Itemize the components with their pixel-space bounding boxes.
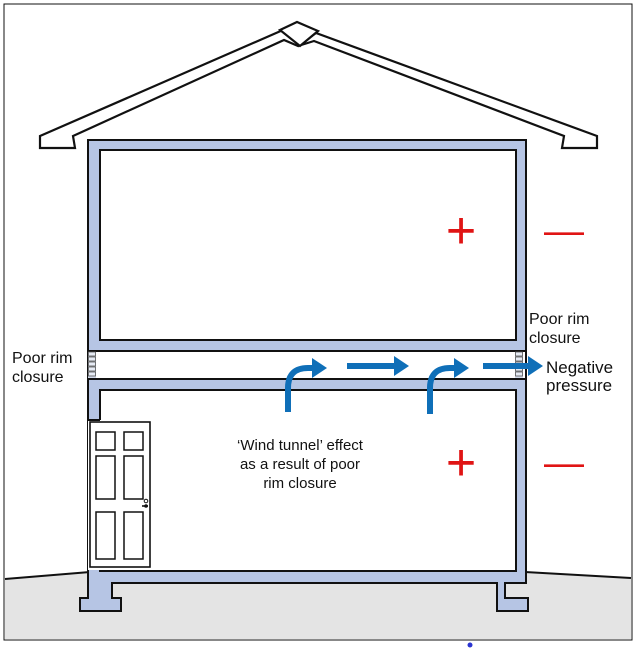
minus-sign-lower: —: [544, 441, 584, 485]
arrow-head: [312, 358, 327, 378]
marker-dot: [467, 642, 473, 648]
ground: [5, 572, 631, 639]
house-walls: [79, 139, 529, 612]
arrow-head: [394, 356, 409, 376]
left-rim-gap: [88, 351, 96, 378]
roof-icon: [38, 20, 599, 150]
wind-tunnel-label-line2: as a result of poor: [240, 456, 360, 473]
arrow-head: [454, 358, 469, 378]
wind-tunnel-label-line3: rim closure: [263, 475, 336, 492]
arrow-icon: [285, 365, 314, 412]
right-rim-label-line1: Poor rim: [529, 311, 589, 328]
wind-tunnel-label-line1: ‘Wind tunnel’ effect: [237, 437, 364, 454]
negative-pressure-label-line2: pressure: [546, 376, 612, 395]
negative-pressure-label-line1: Negative: [546, 358, 613, 377]
plus-sign-lower: +: [446, 434, 476, 492]
left-rim-label-line1: Poor rim: [12, 350, 72, 367]
right-rim-label-line2: closure: [529, 330, 581, 347]
roof-ridge: [277, 20, 321, 48]
left-rim-label-line2: closure: [12, 369, 64, 386]
arrow-head: [528, 356, 543, 376]
arrow-icon: [427, 365, 456, 414]
door-icon: [89, 421, 151, 568]
minus-sign-upper: —: [544, 209, 584, 253]
ground-line: [4, 571, 632, 580]
plus-sign-upper: +: [446, 202, 476, 260]
